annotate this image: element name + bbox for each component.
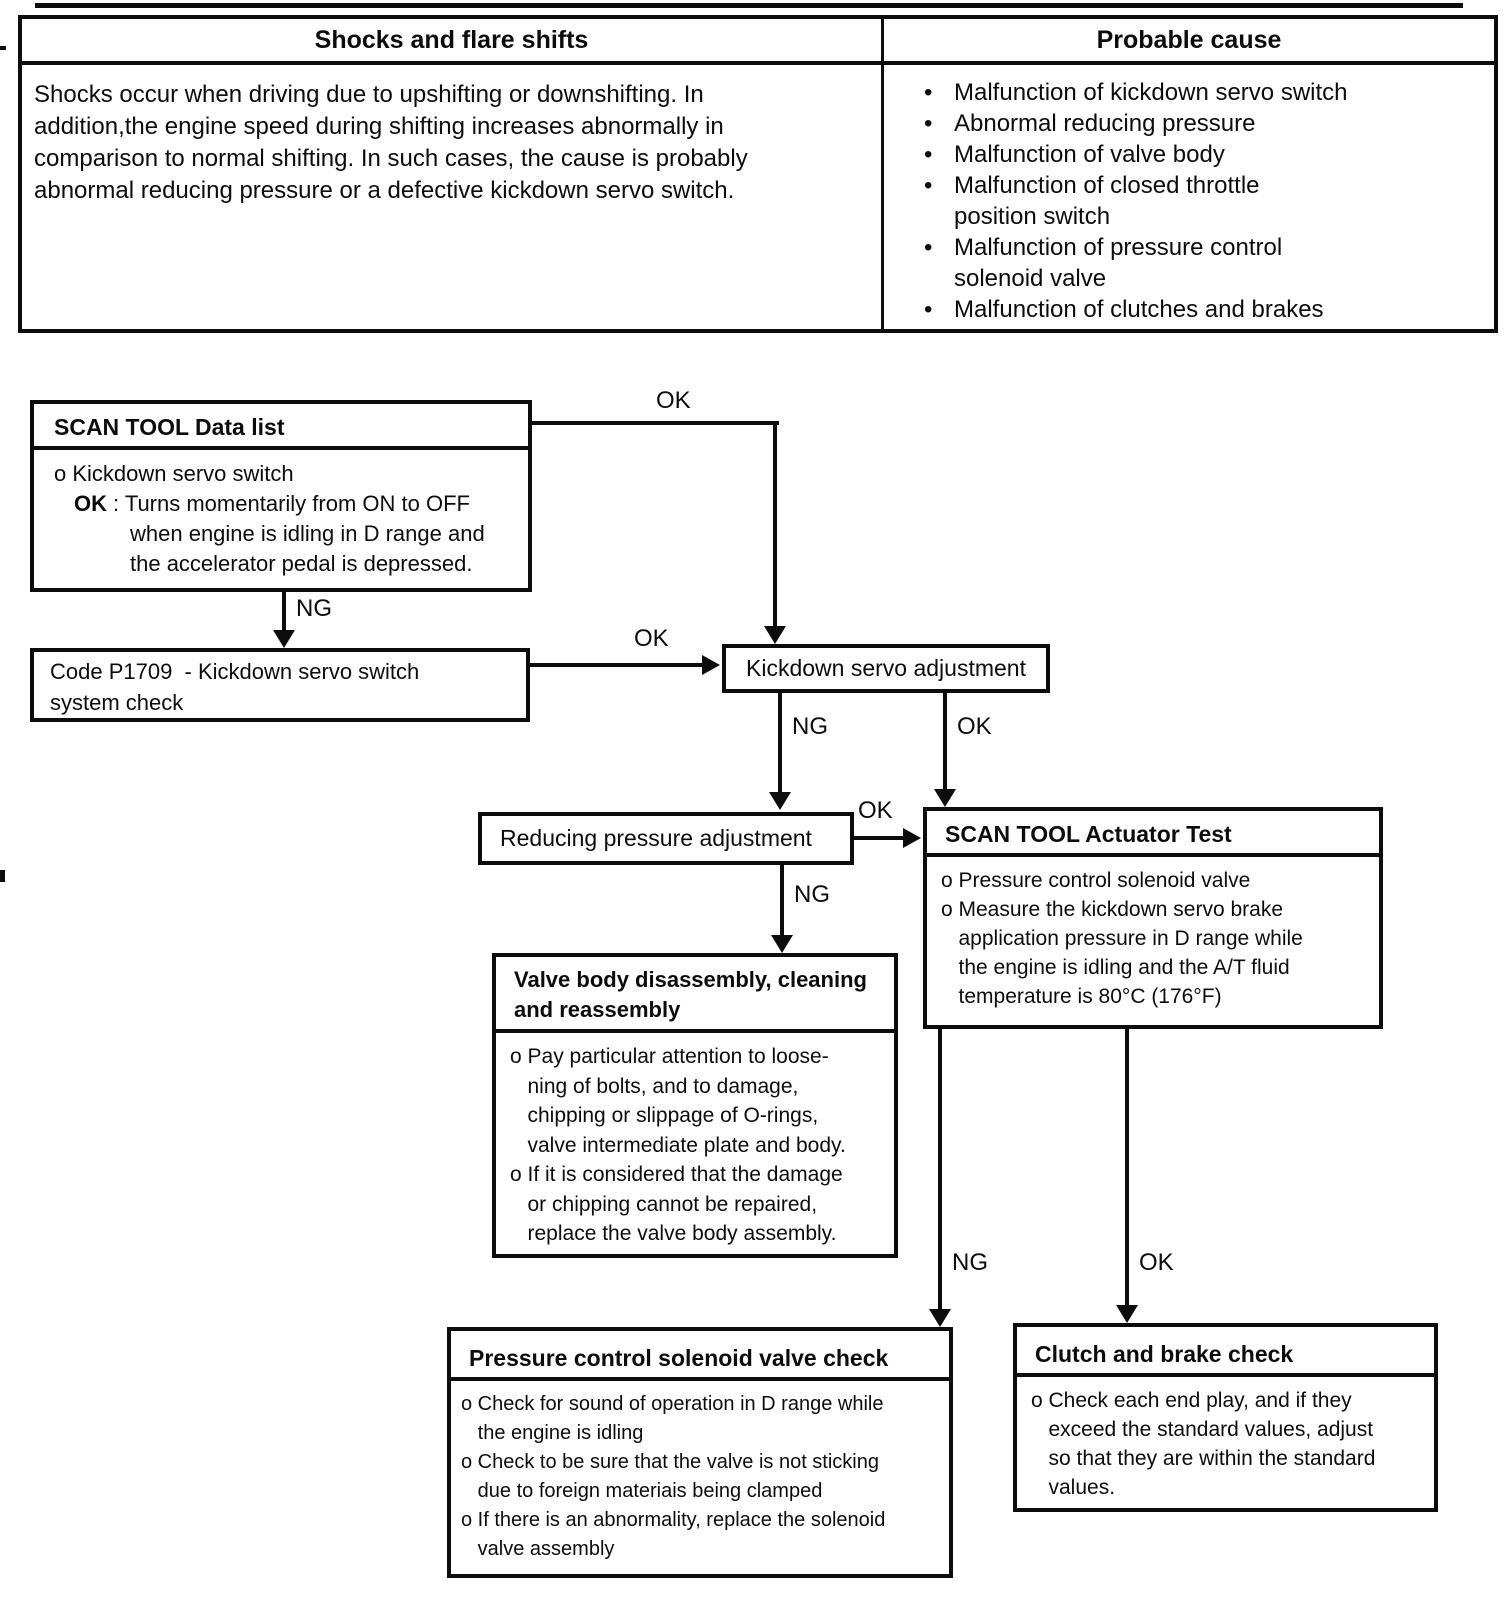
bullet-icon: •: [924, 172, 933, 199]
label-datalist-ok: OK: [656, 387, 691, 414]
reducing-pressure-adjustment-box: Reducing pressure adjustment: [478, 812, 854, 865]
cause-list-item: • Malfunction of closed throttle positio…: [924, 170, 1484, 232]
cause-text: Malfunction of clutches and brakes: [954, 296, 1324, 323]
scan-artifact: [0, 870, 5, 882]
clutch-brake-check-title: Clutch and brake check: [1017, 1327, 1434, 1377]
cause-list-item: • Malfunction of pressure control soleno…: [924, 232, 1484, 294]
arrowhead-into-code-p1709: [273, 630, 295, 648]
page-top-rule: [35, 3, 1463, 8]
label-actuator-ng: NG: [952, 1249, 988, 1276]
data-list-ok-line: OK: Turns momentarily from ON to OFF: [74, 489, 522, 519]
actuator-test-title: SCAN TOOL Actuator Test: [927, 811, 1379, 857]
arrowhead-into-valve-body: [771, 935, 793, 953]
bullet-icon: •: [924, 296, 933, 323]
symptom-cell: Shocks occur when driving due to upshift…: [22, 65, 884, 329]
cause-list-item: • Malfunction of clutches and brakes: [924, 294, 1484, 325]
actuator-test-body: o Pressure control solenoid valve o Meas…: [941, 869, 1303, 1008]
cause-list-item: • Malfunction of valve body: [924, 139, 1484, 170]
label-p1709-ok: OK: [634, 625, 669, 652]
arrowhead-into-actuator-test-left: [903, 828, 921, 848]
clutch-brake-check-body: o Check each end play, and if they excee…: [1031, 1389, 1376, 1499]
connector-kickdown-ng: [778, 693, 782, 796]
bullet-icon: •: [924, 141, 933, 168]
data-list-item: o Kickdown servo switch: [54, 461, 294, 486]
label-kickdown-ng: NG: [792, 713, 828, 740]
cause-text: Malfunction of valve body: [954, 141, 1225, 168]
label-reducing-ng: NG: [794, 881, 830, 908]
bullet-icon: •: [924, 234, 933, 261]
scan-artifact: [0, 46, 6, 50]
arrowhead-into-kickdown-adjustment-left: [702, 655, 720, 675]
pressure-control-check-box: Pressure control solenoid valve check o …: [447, 1327, 953, 1578]
arrowhead-into-kickdown-adjustment: [764, 626, 786, 644]
connector-reducing-ok: [853, 836, 907, 840]
label-datalist-ng: NG: [296, 595, 332, 622]
kickdown-servo-adjustment-title: Kickdown servo adjustment: [746, 655, 1026, 681]
kickdown-servo-adjustment-box: Kickdown servo adjustment: [722, 644, 1050, 693]
cause-list-item: • Malfunction of kickdown servo switch: [924, 77, 1484, 108]
ok-keyword: OK: [74, 491, 107, 516]
bullet-icon: •: [924, 110, 933, 137]
scan-tool-data-list-box: SCAN TOOL Data list o Kickdown servo swi…: [30, 400, 532, 592]
cause-text: Malfunction of kickdown servo switch: [954, 79, 1348, 106]
bullet-icon: •: [924, 79, 933, 106]
label-reducing-ok: OK: [858, 797, 893, 824]
arrowhead-into-actuator-test: [934, 789, 956, 807]
arrowhead-into-pressure-control-check: [929, 1309, 951, 1327]
pressure-control-check-title: Pressure control solenoid valve check: [451, 1331, 949, 1381]
table-body-row: Shocks occur when driving due to upshift…: [22, 65, 1494, 329]
label-actuator-ok: OK: [1139, 1249, 1174, 1276]
scan-tool-data-list-title: SCAN TOOL Data list: [34, 404, 528, 450]
connector-reducing-ng: [780, 865, 784, 937]
connector-datalist-ok-v: [773, 421, 777, 630]
valve-body-body: o Pay particular attention to loose- nin…: [510, 1045, 846, 1245]
table-header-row: Shocks and flare shifts Probable cause: [22, 19, 1494, 65]
symptom-cause-table: Shocks and flare shifts Probable cause S…: [18, 15, 1498, 333]
cause-header-cell: Probable cause: [1096, 25, 1282, 54]
connector-p1709-ok: [530, 663, 704, 667]
cause-cell: • Malfunction of kickdown servo switch •…: [884, 65, 1494, 329]
reducing-pressure-adjustment-title: Reducing pressure adjustment: [500, 825, 812, 851]
cause-text: Malfunction of closed throttle position …: [954, 172, 1260, 230]
arrowhead-into-clutch-brake-check: [1116, 1305, 1138, 1323]
valve-body-title: Valve body disassembly, cleaning and rea…: [496, 957, 894, 1033]
symptom-text: Shocks occur when driving due to upshift…: [34, 81, 748, 204]
cause-text: Abnormal reducing pressure: [954, 110, 1256, 137]
arrowhead-into-reducing-adjustment: [769, 792, 791, 810]
connector-actuator-ok: [1125, 1028, 1129, 1307]
label-kickdown-ok: OK: [957, 713, 992, 740]
cause-text: Malfunction of pressure control solenoid…: [954, 234, 1283, 292]
ok-description: : Turns momentarily from ON to OFF: [113, 491, 470, 516]
connector-actuator-ng: [938, 1028, 942, 1311]
valve-body-box: Valve body disassembly, cleaning and rea…: [492, 953, 898, 1258]
code-p1709-box: Code P1709 - Kickdown servo switch syste…: [30, 648, 530, 722]
clutch-brake-check-box: Clutch and brake check o Check each end …: [1013, 1323, 1438, 1512]
connector-datalist-ng: [282, 592, 286, 632]
code-p1709-text: Code P1709 - Kickdown servo switch syste…: [50, 659, 420, 715]
connector-datalist-ok-h: [532, 421, 779, 425]
cause-list-item: • Abnormal reducing pressure: [924, 108, 1484, 139]
pressure-control-check-body: o Check for sound of operation in D rang…: [461, 1393, 886, 1560]
symptom-header-cell: Shocks and flare shifts: [22, 19, 884, 61]
ok-description-continued: when engine is idling in D range and the…: [130, 521, 485, 576]
connector-kickdown-ok: [943, 693, 947, 791]
scan-tool-actuator-test-box: SCAN TOOL Actuator Test o Pressure contr…: [923, 807, 1383, 1029]
